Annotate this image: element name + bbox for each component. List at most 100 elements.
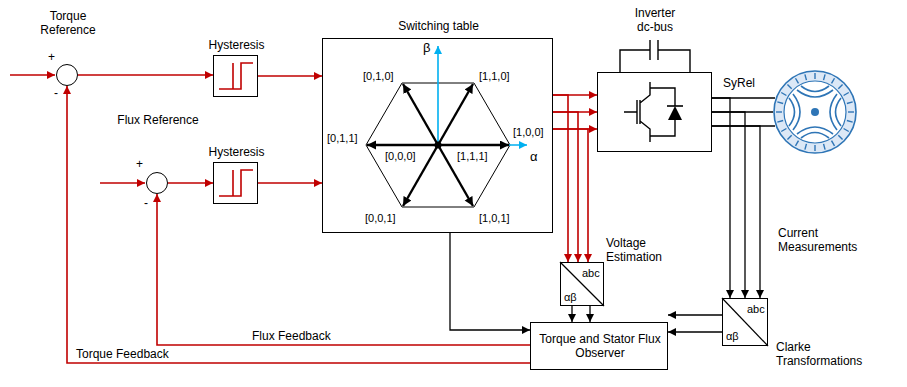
switching-table: Switching tableβ[0,1,0][1,1,0][0,1,1][1,…	[322, 38, 553, 233]
stator-slot	[838, 84, 842, 88]
signal-connector	[553, 129, 588, 262]
alpha-axis	[438, 144, 527, 146]
node-text: Inverter dc-bus	[625, 6, 685, 34]
node-text: β	[423, 41, 430, 55]
annotation-label: -	[144, 196, 148, 210]
node-text: Flux Reference	[117, 113, 199, 127]
stator-slot	[847, 121, 853, 123]
transform-diagonal	[560, 262, 604, 306]
node-text: abc	[747, 302, 765, 316]
zero-vector-dot	[435, 142, 442, 149]
stator-slot	[814, 145, 815, 151]
node-text: Switching table	[323, 19, 554, 33]
stator-slot	[796, 141, 799, 146]
input-arrow	[10, 74, 55, 76]
stator-slot	[777, 102, 783, 104]
stator-slot	[824, 74, 826, 80]
stator-slot	[781, 93, 786, 96]
inverter: Inverter dc-bus	[597, 72, 712, 152]
stator-slot	[805, 144, 807, 150]
stator-slot	[781, 129, 786, 132]
signal-connector	[589, 306, 590, 322]
connector-label: Torque Feedback	[74, 347, 171, 361]
node-text: Hysteresis	[194, 38, 279, 52]
signal-connector	[712, 98, 730, 298]
stator-slot	[776, 111, 782, 112]
stator-slot	[796, 78, 799, 83]
annotation-label: Clarke Transformations	[776, 340, 876, 368]
stator-slot	[844, 129, 849, 132]
signal-connector	[78, 74, 213, 76]
clarke-transform: abcαβ	[722, 298, 768, 346]
input-arrow	[100, 182, 145, 184]
node-text: [0,1,0]	[363, 69, 394, 83]
node-text: α	[530, 150, 538, 164]
signal-connector	[553, 112, 578, 262]
node-text: αβ	[564, 290, 577, 304]
abc-alphabeta-transform: abcαβ	[560, 262, 604, 306]
annotation-label: +	[136, 157, 143, 171]
syrel-motor	[774, 71, 856, 153]
summing-junction: Torque Reference	[56, 64, 78, 86]
signal-connector	[450, 233, 530, 330]
signal-connector	[168, 182, 213, 184]
stator-slot	[847, 102, 853, 104]
node-text: abc	[582, 266, 600, 280]
stator-slot	[838, 135, 842, 139]
stator-slot	[787, 84, 791, 88]
node-text: [0,0,1]	[365, 211, 396, 225]
stator-slot	[787, 135, 791, 139]
diode-bar	[667, 105, 683, 107]
transform-diagonal	[722, 298, 768, 346]
stator-slot	[777, 121, 783, 123]
node-text: Hysteresis	[194, 145, 279, 159]
signal-connector	[258, 182, 322, 184]
signal-connector	[258, 75, 322, 77]
freewheel-diode	[668, 106, 682, 120]
signal-connector	[668, 314, 722, 315]
stator-slot	[848, 111, 854, 112]
annotation-label: +	[48, 50, 55, 64]
node-text: [0,1,1]	[327, 131, 358, 145]
node-text: αβ	[726, 329, 739, 343]
signal-connector	[571, 306, 572, 322]
node-text: Torque and Stator Flux Observer	[535, 332, 665, 360]
stator-slot	[824, 144, 826, 150]
signal-connector	[553, 95, 568, 262]
stator-slot	[832, 141, 835, 146]
flux-torque-observer: Torque and Stator Flux Observer	[530, 322, 668, 370]
signal-connector	[157, 194, 530, 345]
signal-connector	[712, 126, 760, 298]
connector-label: Flux Feedback	[250, 329, 333, 343]
node-text: [0,0,0]	[385, 149, 416, 163]
node-text: [1,0,0]	[513, 125, 544, 139]
node-text: Torque Reference	[27, 9, 109, 37]
voltage-vectors	[367, 84, 509, 206]
signal-connector	[712, 112, 745, 298]
signal-connector	[668, 331, 722, 332]
stator-slot	[814, 73, 815, 79]
hysteresis-symbol	[219, 63, 253, 89]
node-text: [1,1,0]	[479, 69, 510, 83]
stator-slot	[805, 74, 807, 80]
dc-bus-capacitor	[620, 40, 690, 72]
summing-junction: Flux Reference	[146, 172, 168, 194]
stator-slot	[832, 78, 835, 83]
igbt-switch	[624, 82, 675, 142]
hysteresis-symbol	[219, 170, 253, 196]
annotation-label: Current Measurements	[778, 226, 863, 254]
hysteresis-block: Hysteresis	[213, 55, 258, 97]
syrel-motor: SyRel	[773, 70, 857, 154]
beta-axis	[437, 46, 439, 145]
hysteresis-block: Hysteresis	[213, 162, 258, 204]
node-text: SyRel	[723, 76, 755, 90]
annotation-label: -	[54, 86, 58, 100]
signal-connector	[67, 86, 530, 363]
stator-slot	[844, 93, 849, 96]
node-text: [1,0,1]	[479, 211, 510, 225]
annotation-label: Voltage Estimation	[606, 236, 676, 264]
node-text: [1,1,1]	[457, 149, 488, 163]
